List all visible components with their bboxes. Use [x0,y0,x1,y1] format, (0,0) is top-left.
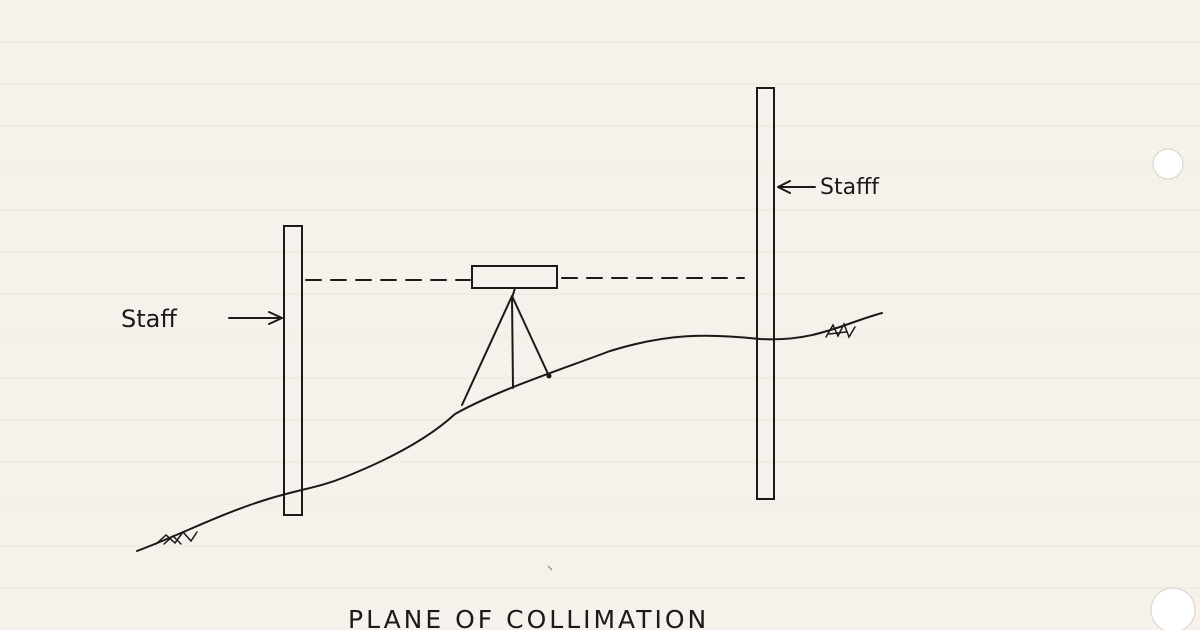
right-staff-arrow [777,180,816,194]
diagram-title: PLANE OF COLLIMATION [348,605,709,630]
plane-of-collimation-line [305,277,745,281]
stray-mark [547,565,553,571]
right-staff [756,87,775,500]
paper-rule-lines [0,41,1200,589]
left-staff-label: Staff [121,305,177,333]
grass-tuft-left [155,530,198,545]
binder-hole-top [1152,148,1184,180]
left-staff-arrow [228,311,283,325]
right-staff-label: Stafff [820,175,880,200]
tripod [461,287,552,406]
left-staff [283,225,303,516]
binder-hole-bottom [1150,587,1196,630]
ground-line [136,312,883,552]
grass-tuft-right [825,322,856,339]
